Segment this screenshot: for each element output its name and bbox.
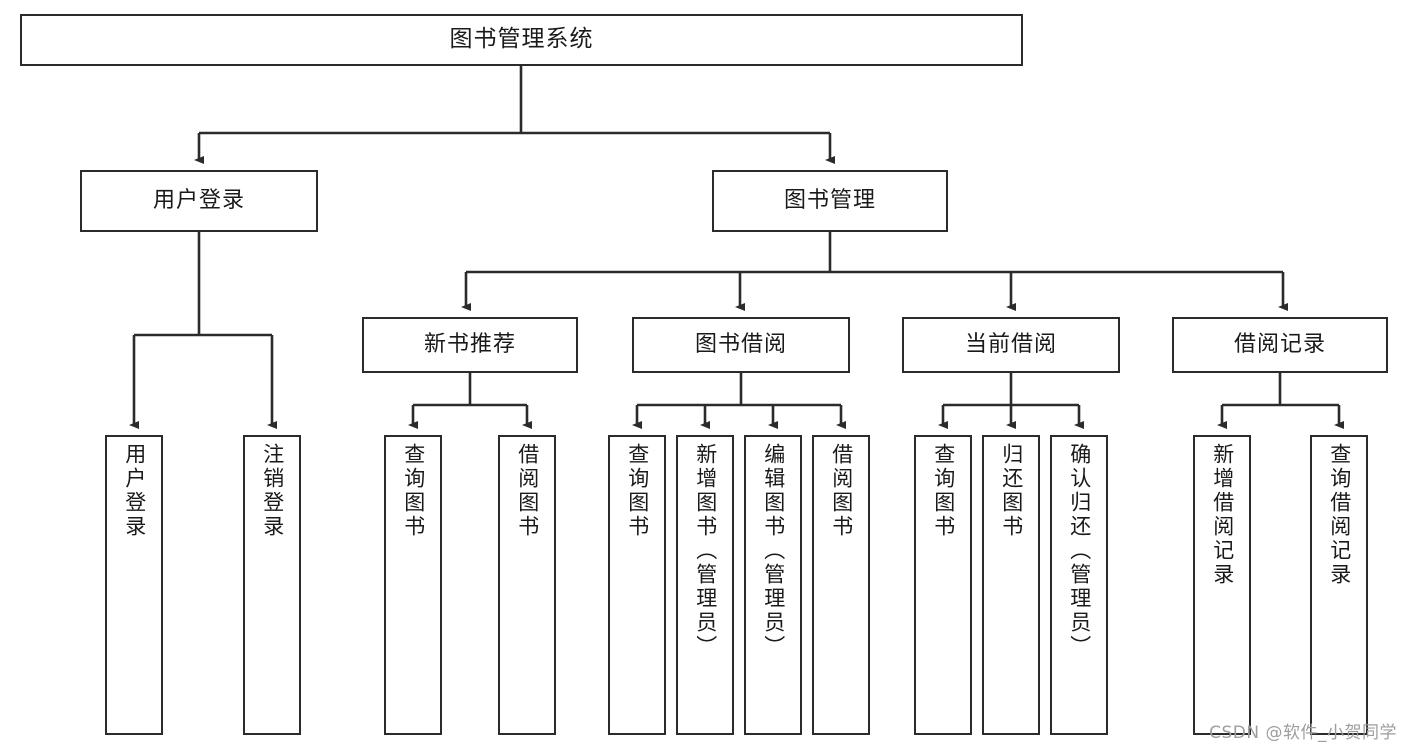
node-label: 图书借阅 <box>694 331 787 357</box>
node-label: 新增借阅记录 <box>1210 443 1235 587</box>
node-label: 新增图书（管理员） <box>693 443 718 659</box>
leaf-add-borrow-record[interactable]: 新增借阅记录 <box>1193 435 1251 735</box>
node-label: 查询图书 <box>931 443 956 539</box>
leaf-user-login[interactable]: 用户登录 <box>105 435 163 735</box>
leaf-query-borrow-record[interactable]: 查询借阅记录 <box>1310 435 1368 735</box>
node-label: 借阅记录 <box>1233 331 1326 357</box>
leaf-query-book-current[interactable]: 查询图书 <box>914 435 972 735</box>
node-label: 编辑图书（管理员） <box>761 443 786 659</box>
leaf-query-book-new[interactable]: 查询图书 <box>384 435 442 735</box>
leaf-query-book-borrow[interactable]: 查询图书 <box>608 435 666 735</box>
node-new-book-recommend[interactable]: 新书推荐 <box>362 317 578 373</box>
node-label: 用户登录 <box>152 187 245 213</box>
node-current-borrow[interactable]: 当前借阅 <box>902 317 1120 373</box>
leaf-return-book[interactable]: 归还图书 <box>982 435 1040 735</box>
node-user-login[interactable]: 用户登录 <box>80 170 318 232</box>
leaf-edit-book-admin[interactable]: 编辑图书（管理员） <box>744 435 802 735</box>
node-label: 查询图书 <box>625 443 650 539</box>
leaf-add-book-admin[interactable]: 新增图书（管理员） <box>676 435 734 735</box>
node-label: 图书管理 <box>783 187 876 213</box>
node-label: 注销登录 <box>260 443 285 539</box>
leaf-borrow-book[interactable]: 借阅图书 <box>812 435 870 735</box>
node-label: 用户登录 <box>122 443 147 539</box>
node-borrow-record[interactable]: 借阅记录 <box>1172 317 1388 373</box>
node-label: 查询借阅记录 <box>1327 443 1352 587</box>
node-label: 借阅图书 <box>829 443 854 539</box>
node-book-management-system[interactable]: 图书管理系统 <box>20 14 1023 66</box>
node-label: 查询图书 <box>401 443 426 539</box>
node-label: 确认归还（管理员） <box>1067 443 1092 659</box>
leaf-borrow-book-new[interactable]: 借阅图书 <box>498 435 556 735</box>
node-book-manage[interactable]: 图书管理 <box>712 170 948 232</box>
node-book-borrow[interactable]: 图书借阅 <box>632 317 850 373</box>
node-label: 借阅图书 <box>515 443 540 539</box>
csdn-watermark: CSDN @软件_小贺同学 <box>1209 723 1397 743</box>
leaf-confirm-return-admin[interactable]: 确认归还（管理员） <box>1050 435 1108 735</box>
node-label: 图书管理系统 <box>449 26 594 53</box>
node-label: 新书推荐 <box>423 331 516 357</box>
node-label: 当前借阅 <box>964 331 1057 357</box>
node-label: 归还图书 <box>999 443 1024 539</box>
leaf-user-logout[interactable]: 注销登录 <box>243 435 301 735</box>
